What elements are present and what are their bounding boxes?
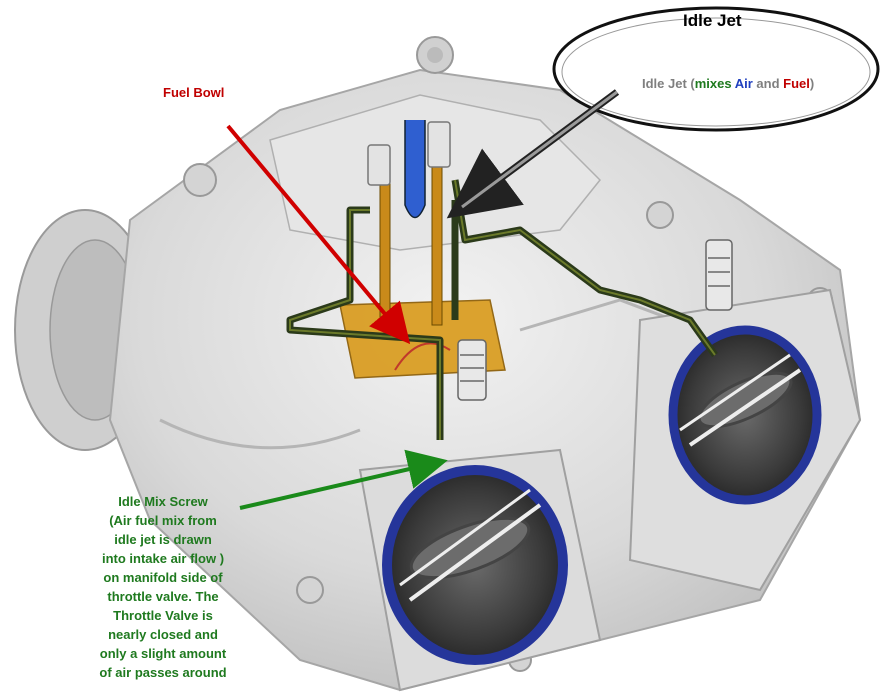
idle-jet-desc-prefix: Idle Jet (: [642, 76, 695, 91]
rear-throttle-bore: [628, 288, 862, 592]
front-throttle-bore: [358, 448, 602, 692]
idle-mix-line: only a slight amount: [99, 646, 227, 661]
idle-jet-desc-fuel: Fuel: [783, 76, 810, 91]
idle-mix-line: of air passes around: [99, 665, 227, 680]
idle-mix-line: on manifold side of: [103, 570, 223, 585]
idle-mix-line: nearly closed and: [108, 627, 218, 642]
idle-mix-line: throttle valve. The: [107, 589, 219, 604]
fuel-bowl-arrow: [226, 124, 411, 345]
idle-jet-callout: [552, 6, 880, 132]
idle-mix-line: into intake air flow ): [101, 551, 225, 566]
idle-passages-highlight: [289, 179, 716, 440]
idle-jet-title: Idle Jet: [683, 11, 742, 30]
idle-jet-desc-and: and: [752, 76, 784, 91]
fuel-bowl-label: Fuel Bowl: [163, 85, 225, 100]
idle-mix-screw-label: Idle Mix Screw (Air fuel mix from idle j…: [58, 492, 268, 682]
idle-mix-line: (Air fuel mix from: [109, 513, 217, 528]
idle-mix-line: Idle Mix Screw: [118, 494, 208, 509]
idle-mix-line: idle jet is drawn: [114, 532, 212, 547]
idle-mix-screw-arrow: [239, 449, 448, 510]
idle-jet-description: Idle Jet (mixes Air and Fuel): [642, 76, 814, 91]
idle-jet-callout-inner: [561, 17, 871, 127]
idle-jet-tubes: [367, 120, 451, 326]
idle-jet-desc-mixes: mixes: [694, 76, 735, 91]
idle-mix-screw: [457, 239, 733, 401]
idle-jet-desc-air: Air: [734, 76, 753, 91]
idle-jet-arrow-highlight: [461, 90, 618, 209]
idle-mix-line: Throttle Valve is: [113, 608, 213, 623]
idle-jet-desc-suffix: ): [809, 76, 815, 91]
